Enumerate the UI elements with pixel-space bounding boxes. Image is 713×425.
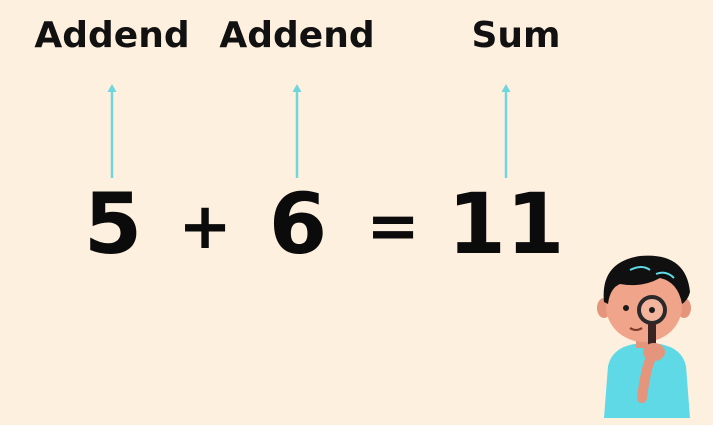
second-addend-value: 6 [268,175,328,273]
second-addend-arrow [292,84,302,178]
sum-arrow [501,84,511,178]
first-addend-value: 5 [83,175,143,273]
equals-sign: = [366,190,420,264]
plus-sign: + [178,190,232,264]
sum-label: Sum [471,15,561,56]
first-addend-arrow [107,84,117,178]
second-addend-label: Addend [219,15,375,56]
boy-with-magnifying-glass-icon [597,255,691,418]
sum-value: 11 [447,175,565,273]
first-addend-label: Addend [34,15,190,56]
